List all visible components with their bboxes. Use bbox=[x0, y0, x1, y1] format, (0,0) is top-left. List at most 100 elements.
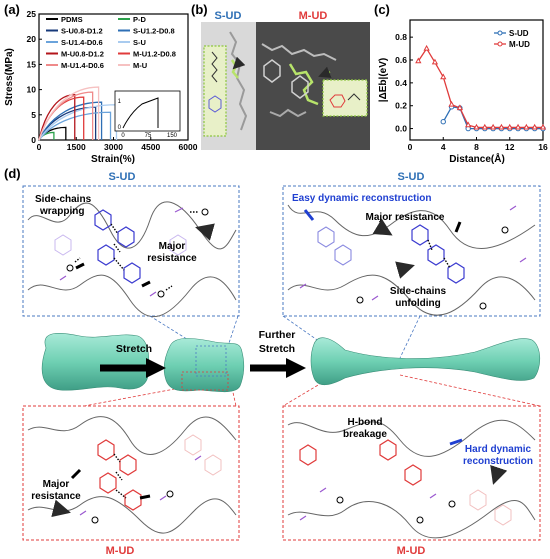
chart-a-legend-label: M-U1.4-D0.6 bbox=[61, 61, 104, 70]
box-mud-left: M-UD Major resistance bbox=[22, 405, 240, 557]
inset-xtick: 0 bbox=[121, 133, 125, 139]
chart-a-legend-label: PDMS bbox=[61, 15, 83, 24]
polymer-chain bbox=[27, 274, 237, 318]
blue-arrows bbox=[303, 209, 390, 234]
chart-c-ytick-label: 0.0 bbox=[395, 124, 407, 134]
tl-major-line1: Major bbox=[159, 241, 186, 252]
inset-ytick: 1 bbox=[118, 99, 122, 105]
chart-a-legend-label: M-U1.2-D0.8 bbox=[133, 50, 176, 59]
chart-a-legend-label: P-D bbox=[133, 15, 147, 24]
chart-a-xtick-label: 3000 bbox=[104, 142, 123, 152]
bl-major-line2: resistance bbox=[31, 491, 81, 502]
mud-backbone bbox=[261, 43, 337, 61]
mud-lower-chain bbox=[269, 108, 307, 118]
chart-c-point bbox=[539, 123, 547, 130]
chart-c-xtick-label: 0 bbox=[408, 142, 413, 152]
chart-a-ytick-label: 5 bbox=[31, 110, 36, 120]
chart-a-legend-label: M-U0.8-D1.2 bbox=[61, 50, 104, 59]
br-hbond-line1: H-bond bbox=[348, 417, 383, 428]
amide-groups bbox=[59, 207, 184, 297]
chart-c-xtick-label: 4 bbox=[441, 142, 446, 152]
sud-side-chain bbox=[211, 51, 218, 83]
sud-ring bbox=[208, 95, 222, 113]
force-arrows bbox=[60, 468, 151, 512]
sample-further-stretched bbox=[310, 337, 541, 386]
faded-groups bbox=[54, 234, 187, 256]
chart-c-frame bbox=[409, 19, 544, 141]
bl-major-line1: Major bbox=[43, 479, 70, 490]
chart-a-xtick-label: 6000 bbox=[179, 142, 198, 152]
chart-c-ytick-label: 0.8 bbox=[395, 32, 407, 42]
force-arrows bbox=[405, 221, 462, 268]
amide-groups bbox=[299, 487, 437, 521]
tr-easy-reconstruction: Easy dynamic reconstruction bbox=[292, 193, 432, 204]
inset-ytick: 0 bbox=[118, 125, 122, 131]
chart-a-xlabel: Strain(%) bbox=[91, 154, 135, 165]
br-hard-line1: Hard dynamic bbox=[465, 444, 532, 455]
chart-c-point bbox=[440, 73, 447, 80]
chart-c-point bbox=[514, 123, 522, 130]
end-group bbox=[166, 490, 174, 498]
chart-c-point bbox=[506, 123, 513, 130]
chart-c-xtick-label: 12 bbox=[505, 142, 515, 152]
hbond-dots bbox=[427, 239, 451, 269]
tl-major-line2: resistance bbox=[147, 253, 197, 264]
chart-a-legend-label: S-U1.2-D0.8 bbox=[133, 27, 175, 36]
end-group bbox=[157, 290, 165, 298]
force-arrows bbox=[75, 228, 205, 288]
mud-ring-2 bbox=[291, 75, 309, 99]
tr-major-resistance: Major resistance bbox=[366, 212, 445, 223]
chart-c-point bbox=[489, 123, 497, 130]
sample-stretched bbox=[163, 338, 245, 393]
stretch-sequence: Stretch Further Stretch bbox=[41, 329, 541, 393]
mud-ring-inset bbox=[329, 94, 346, 108]
chart-c-point bbox=[523, 123, 530, 130]
end-group bbox=[91, 516, 99, 524]
tr-unfold-line2: unfolding bbox=[395, 298, 441, 309]
end-group bbox=[66, 264, 74, 272]
image-b-left-label: S-UD bbox=[215, 10, 242, 22]
br-hard-line2: reconstruction bbox=[463, 456, 533, 467]
chart-c-point bbox=[456, 104, 464, 111]
chart-a-xtick-label: 4500 bbox=[141, 142, 160, 152]
blue-arrows bbox=[449, 438, 498, 482]
ureido-groups bbox=[299, 439, 422, 486]
chart-a-legend-label: S-U bbox=[133, 38, 146, 47]
chart-a-curve bbox=[38, 101, 103, 141]
chart-a-xtick-label: 1500 bbox=[67, 142, 86, 152]
chart-c-point bbox=[498, 123, 505, 130]
chart-a-legend-label: M-U bbox=[133, 61, 147, 70]
polymer-chain bbox=[27, 416, 237, 455]
chart-c-series-line bbox=[417, 47, 543, 129]
end-group bbox=[356, 296, 364, 304]
end-group bbox=[479, 302, 487, 310]
chart-a-ytick-label: 0 bbox=[31, 135, 36, 145]
chart-c-point bbox=[423, 44, 430, 51]
chart-a-ytick-label: 15 bbox=[27, 59, 37, 69]
end-group bbox=[501, 226, 509, 234]
box-sud-left: S-UD Side-chains wrapping Major resistan… bbox=[22, 171, 240, 318]
panel-d-label: (d) bbox=[4, 166, 21, 181]
chart-a-ytick-label: 20 bbox=[27, 34, 37, 44]
chart-c-legend-label: S-UD bbox=[509, 29, 529, 38]
hbond-dots bbox=[113, 453, 127, 499]
zoom-lines-bottom bbox=[83, 374, 541, 407]
tl-wrap-line1: Side-chains bbox=[35, 194, 92, 205]
mud-title-right: M-UD bbox=[397, 545, 426, 557]
stretch-label: Stretch bbox=[116, 343, 152, 355]
polymer-chain bbox=[287, 500, 536, 539]
polymer-chain bbox=[287, 419, 536, 457]
br-hbond-line2: breakage bbox=[343, 429, 387, 440]
chart-a-curve bbox=[38, 93, 76, 141]
mud-highlight-box bbox=[322, 79, 368, 117]
chart-c-point bbox=[431, 58, 439, 65]
chart-c-legend-marker bbox=[497, 41, 503, 47]
chart-c-ytick-label: 0.6 bbox=[395, 55, 407, 65]
chart-a-curve bbox=[38, 111, 112, 141]
tl-wrap-line2: wrapping bbox=[39, 206, 84, 217]
chart-a-inset: 0 1 0 75 150 bbox=[114, 90, 181, 139]
